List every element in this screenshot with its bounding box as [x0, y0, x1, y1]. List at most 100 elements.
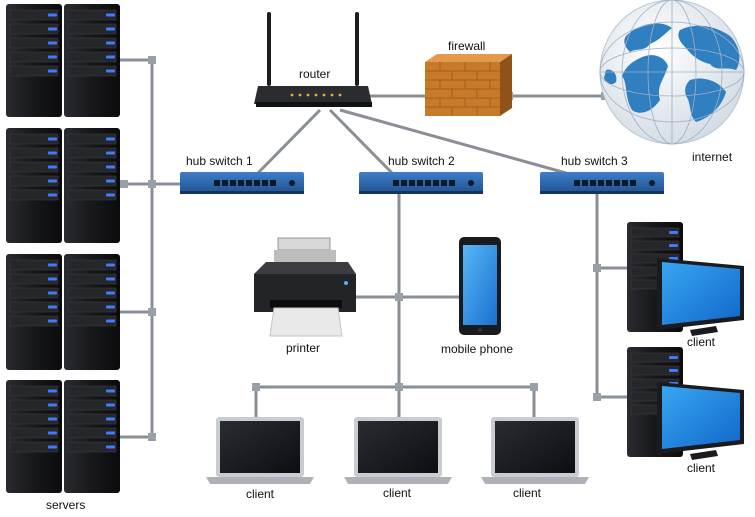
status-led: [48, 69, 57, 73]
status-led: [48, 179, 57, 183]
status-led: [48, 165, 57, 169]
laptop-client-3: [481, 417, 589, 484]
drive-bay: [9, 273, 59, 285]
drive-bay: [630, 378, 680, 389]
status-led: [48, 305, 57, 309]
laptop-client-2: [344, 417, 452, 484]
mobile-phone-label: mobile phone: [441, 342, 514, 356]
client-workstation-top: [627, 222, 744, 336]
client-right-bottom-label: client: [687, 461, 716, 475]
status-led: [106, 41, 115, 45]
internet-label: internet: [692, 150, 733, 164]
switch-port: [262, 180, 268, 186]
drive-bay: [67, 9, 117, 21]
drive-bay: [67, 65, 117, 77]
drive-bay: [9, 399, 59, 411]
status-led: [106, 165, 115, 169]
drive-bay: [630, 365, 680, 376]
switch-port: [222, 180, 228, 186]
drive-bay: [67, 399, 117, 411]
switch-port: [630, 180, 636, 186]
status-led: [106, 291, 115, 295]
drive-bay: [9, 287, 59, 299]
drive-bay: [67, 147, 117, 159]
status-led: [106, 431, 115, 435]
drive-bay: [67, 175, 117, 187]
hub-switch-2-label: hub switch 2: [388, 154, 455, 168]
status-led: [106, 69, 115, 73]
laptop-client-2-label: client: [383, 486, 412, 500]
status-led: [48, 151, 57, 155]
drive-bay: [9, 51, 59, 63]
router-leds: [290, 93, 342, 97]
switch-port: [270, 180, 276, 186]
drive-bay: [67, 385, 117, 397]
drive-bay: [9, 301, 59, 313]
drive-bay: [630, 240, 680, 251]
printer-label: printer: [286, 341, 321, 355]
status-led: [48, 431, 57, 435]
drive-bay: [9, 9, 59, 21]
status-led: [48, 389, 57, 393]
status-led: [48, 445, 57, 449]
drive-bay: [9, 259, 59, 271]
status-led: [48, 55, 57, 59]
switch-port: [246, 180, 252, 186]
client-right-top-label: client: [687, 335, 716, 349]
drive-bay: [9, 147, 59, 159]
status-led: [106, 319, 115, 323]
status-led: [669, 244, 678, 247]
switch-port: [393, 180, 399, 186]
status-led: [106, 13, 115, 17]
status-led: [106, 151, 115, 155]
cable-joints: [120, 56, 609, 441]
cable-router-switch2: [328, 108, 394, 175]
drive-bay: [9, 65, 59, 77]
drive-bay: [67, 189, 117, 201]
switch-port: [401, 180, 407, 186]
switch-port: [590, 180, 596, 186]
drive-bay: [67, 427, 117, 439]
switch-port: [574, 180, 580, 186]
status-led: [48, 417, 57, 421]
status-led: [48, 277, 57, 281]
status-led: [669, 231, 678, 234]
switch-port: [622, 180, 628, 186]
status-led: [106, 55, 115, 59]
switch-port: [425, 180, 431, 186]
firewall-label: firewall: [448, 39, 486, 53]
router-antenna-right: [355, 12, 359, 86]
status-led: [106, 403, 115, 407]
drive-bay: [630, 253, 680, 264]
drive-bay: [9, 427, 59, 439]
status-led: [106, 389, 115, 393]
hub-switch-3: [540, 172, 664, 194]
status-led: [48, 41, 57, 45]
cable-router-switch3: [339, 108, 567, 175]
switch-port: [238, 180, 244, 186]
mobile-phone-icon: [459, 237, 501, 335]
drive-bay: [67, 441, 117, 453]
status-led: [669, 257, 678, 260]
laptop-client-3-label: client: [513, 486, 542, 500]
hub-switch-1: [180, 172, 304, 194]
drive-bay: [9, 413, 59, 425]
router-label: router: [299, 67, 331, 81]
hub-switch-1-label: hub switch 1: [186, 154, 253, 168]
switch-port: [254, 180, 260, 186]
status-led: [48, 13, 57, 17]
drive-bay: [9, 315, 59, 327]
status-led: [669, 369, 678, 372]
status-led: [48, 263, 57, 267]
switch-port: [449, 180, 455, 186]
status-led: [48, 193, 57, 197]
status-led: [106, 305, 115, 309]
drive-bay: [67, 287, 117, 299]
switch-port: [409, 180, 415, 186]
status-led: [106, 27, 115, 31]
internet-globe-icon: [599, 0, 745, 145]
status-led: [48, 403, 57, 407]
client-workstation-bottom: [627, 347, 744, 460]
drive-bay: [9, 189, 59, 201]
